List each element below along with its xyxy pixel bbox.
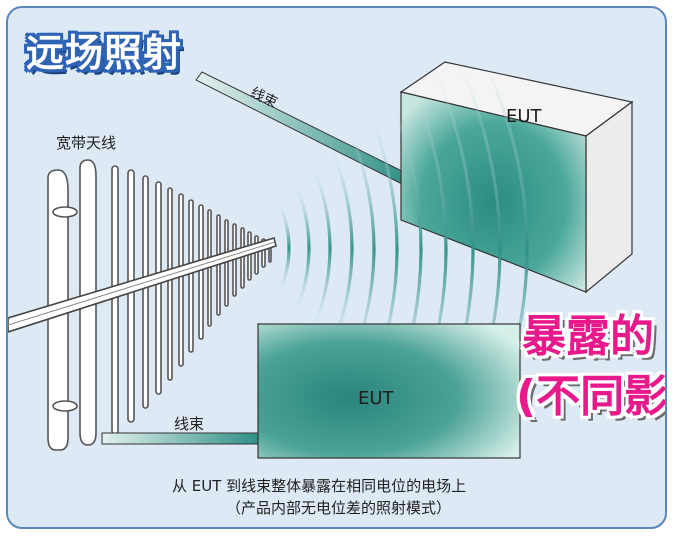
cable-label-bottom: 线束: [174, 415, 205, 433]
eut-box-top: [399, 61, 634, 294]
caption-line-1: 从 EUT 到线束整体暴露在相同电位的电场上: [172, 477, 467, 495]
broadband-antenna: [8, 159, 277, 451]
callout-line-2: (不同影: [516, 371, 667, 422]
diagram-artwork: [8, 51, 634, 459]
diagram-frame: 远场照射 宽带天线 线束 线束 EUT EUT 暴露的 (不同影 从 EUT 到…: [6, 6, 667, 529]
eut-box-bottom: [257, 323, 521, 459]
eut-label-bottom: EUT: [358, 388, 394, 409]
antenna-label: 宽带天线: [56, 134, 117, 152]
eut-label-top: EUT: [506, 106, 542, 127]
cable-bottom: [101, 432, 259, 445]
callout-line-1: 暴露的: [522, 311, 654, 362]
caption-line-2: （产品内部无电位差的照射模式）: [226, 499, 452, 517]
page-title: 远场照射: [26, 31, 183, 75]
